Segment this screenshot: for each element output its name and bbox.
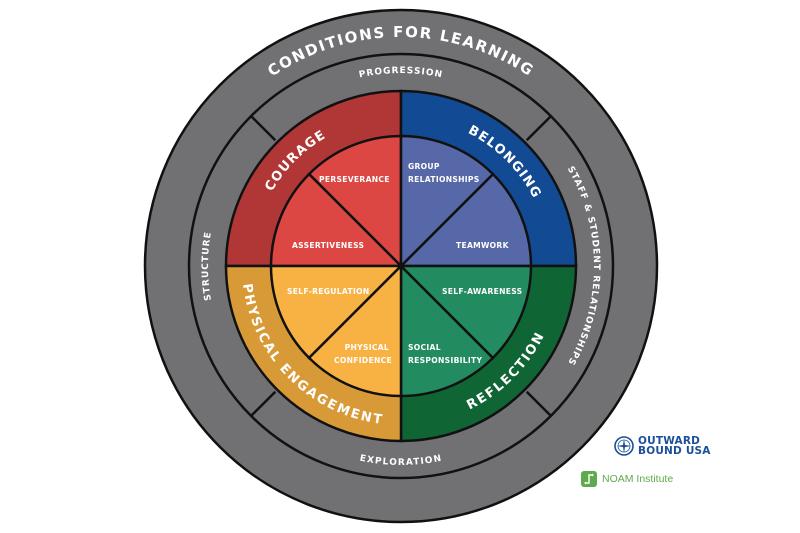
skill-slice-physical-0 [269, 264, 405, 360]
separator-sw [250, 390, 277, 417]
skill-self-regulation: SELF-REGULATION [287, 287, 369, 296]
condition-separators [250, 115, 552, 417]
skill-physical-confidence: PHYSICAL CONFIDENCE [334, 343, 392, 365]
outward-bound-wordmark: OUTWARD BOUND USA [638, 435, 711, 457]
skill-slice-belonging-0 [397, 172, 533, 268]
outward-bound-usa-logo: OUTWARD BOUND USA [614, 436, 711, 456]
separator-se [525, 390, 552, 417]
separator-nw [250, 115, 277, 142]
skill-slice-courage-0 [307, 134, 403, 270]
skill-slice-physical-1 [307, 262, 403, 398]
compass-rose-icon [614, 436, 634, 456]
outward-bound-line1: OUTWARD [638, 435, 701, 447]
outward-bound-line2: BOUND USA [638, 445, 711, 457]
skill-social-responsibility-line: SOCIAL [408, 343, 441, 352]
noam-institute-logo: NOAM Institute [581, 471, 673, 487]
skill-teamwork: TEAMWORK [456, 241, 510, 250]
skill-slice-reflection-1 [397, 264, 533, 360]
skill-physical-confidence-line: PHYSICAL [345, 343, 389, 352]
skill-group-relationships-line: RELATIONSHIPS [408, 175, 480, 184]
skill-group-relationships-line: GROUP [408, 162, 440, 171]
separator-ne [525, 115, 552, 142]
skill-group-relationships: GROUP RELATIONSHIPS [408, 162, 480, 184]
condition-progression: PROGRESSION [358, 66, 444, 80]
skill-physical-confidence-line: CONFIDENCE [334, 356, 392, 365]
skill-slice-belonging-1 [399, 134, 495, 270]
skill-slice-courage-1 [269, 172, 405, 268]
skill-assertiveness: ASSERTIVENESS [292, 241, 364, 250]
skill-perseverance: PERSEVERANCE [319, 175, 390, 184]
noam-mark-icon [581, 471, 597, 487]
skill-self-awareness: SELF-AWARENESS [442, 287, 522, 296]
condition-structure: STRUCTURE [201, 231, 214, 302]
noam-institute-text: NOAM Institute [602, 473, 674, 485]
skill-social-responsibility: SOCIAL RESPONSIBILITY [408, 343, 483, 365]
condition-exploration: EXPLORATION [359, 454, 443, 468]
skill-slice-reflection-0 [399, 262, 495, 398]
skill-social-responsibility-line: RESPONSIBILITY [408, 356, 483, 365]
